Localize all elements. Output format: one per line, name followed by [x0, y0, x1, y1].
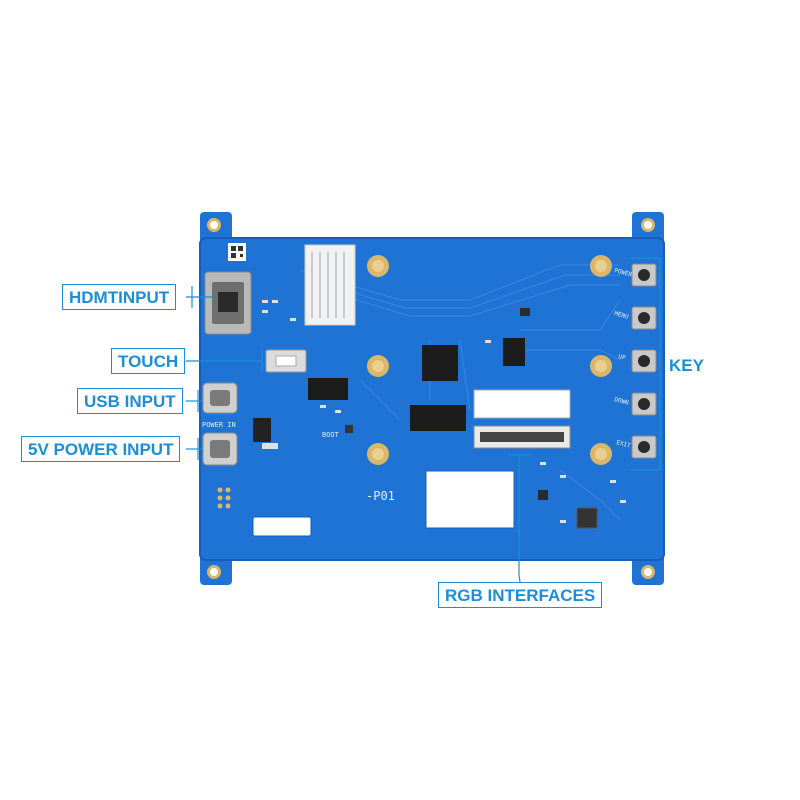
silk-key-labels: POWER MENU UP DOWN EXIT: [613, 267, 633, 450]
silk-key-up: UP: [617, 353, 626, 362]
board-cutout-left: [252, 516, 312, 537]
silk-boot: BOOT: [322, 431, 340, 439]
smd-components: [262, 300, 626, 523]
silk-power-in: POWER IN: [202, 421, 236, 429]
usb-input-callout: USB INPUT: [77, 388, 183, 414]
standoffs: [367, 255, 612, 465]
qr-code: [228, 243, 246, 261]
rgb-fpc-connectors: [473, 389, 571, 449]
silk-key-exit: EXIT: [615, 439, 631, 450]
usb-input-connector: [202, 382, 238, 414]
callout-leader-lines: [186, 257, 661, 583]
hdmi-connector: [204, 271, 252, 335]
board-cutout-center: [425, 470, 515, 529]
key-callout: KEY: [669, 356, 704, 375]
product-sticker: [304, 244, 356, 326]
silk-key-power: POWER: [613, 267, 633, 279]
pin-header: [217, 487, 231, 509]
silk-key-menu: MENU: [613, 310, 629, 321]
power-input-connector: [202, 432, 238, 466]
touch-connector: [265, 349, 307, 373]
hdmi-input-callout: HDMTINPUT: [62, 284, 177, 310]
ic-chips: [253, 308, 598, 529]
rgb-interfaces-callout: RGB INTERFACES: [438, 582, 603, 608]
silk-key-down: DOWN: [613, 396, 629, 407]
touch-callout: TOUCH: [111, 348, 186, 374]
power-input-callout: 5V POWER INPUT: [21, 436, 181, 462]
key-buttons: [631, 263, 657, 459]
silk-lot: -P01: [366, 489, 395, 503]
